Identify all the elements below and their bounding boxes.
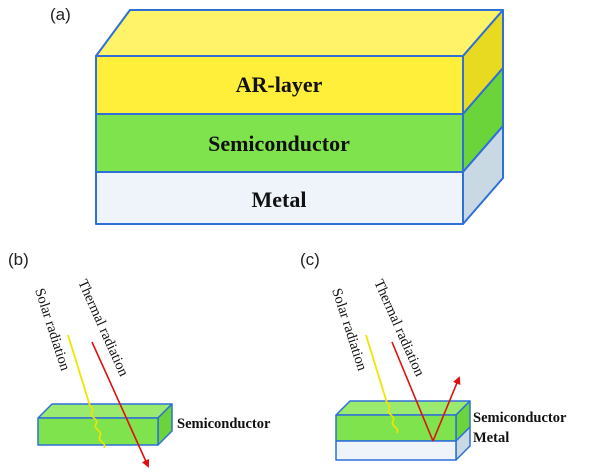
panel-c-thermal-reflected-ray (432, 376, 461, 442)
panel-c-solar-wavy-ray (386, 402, 399, 434)
panel-b-front-face (37, 417, 159, 446)
panel-c-metal-front-face (335, 440, 457, 461)
ar-layer-top-face (95, 9, 504, 57)
panel-c-semiconductor-label: Semiconductor (473, 410, 567, 426)
semiconductor-front-face (95, 113, 464, 173)
panel-a-label: (a) (50, 5, 71, 24)
panel-c-label: (c) (300, 250, 320, 269)
ar-layer-label: AR-layer (236, 72, 323, 97)
panel-b-top-face (37, 403, 173, 419)
metal-front-face (95, 171, 464, 225)
panel-c-thermal-label: Thermal radiation (370, 277, 427, 379)
panel-b-thermal-label: Thermal radiation (74, 277, 131, 379)
panel-b-semiconductor-label: Semiconductor (177, 416, 271, 432)
metal-layer-label: Metal (252, 187, 307, 212)
panel-b-solar-label: Solar radiation (31, 286, 73, 373)
panel-b-thermal-ray (91, 341, 150, 468)
semiconductor-layer-label: Semiconductor (208, 131, 350, 156)
panel-c-thermal-incident-ray (391, 341, 434, 442)
panel-b-solar-ray (67, 334, 91, 407)
ar-layer-front-face (95, 55, 464, 115)
panel-c-slab (335, 400, 471, 461)
panel-a-stack (95, 9, 504, 225)
panel-c-solar-label: Solar radiation (328, 286, 370, 373)
panel-c-solar-ray (365, 334, 388, 404)
panel-c-top-face (335, 400, 471, 416)
panel-b-solar-wavy-ray (89, 405, 106, 449)
panel-b-label: (b) (8, 250, 29, 269)
panel-c-metal-label: Metal (473, 430, 509, 446)
panel-b-slab (37, 403, 173, 446)
